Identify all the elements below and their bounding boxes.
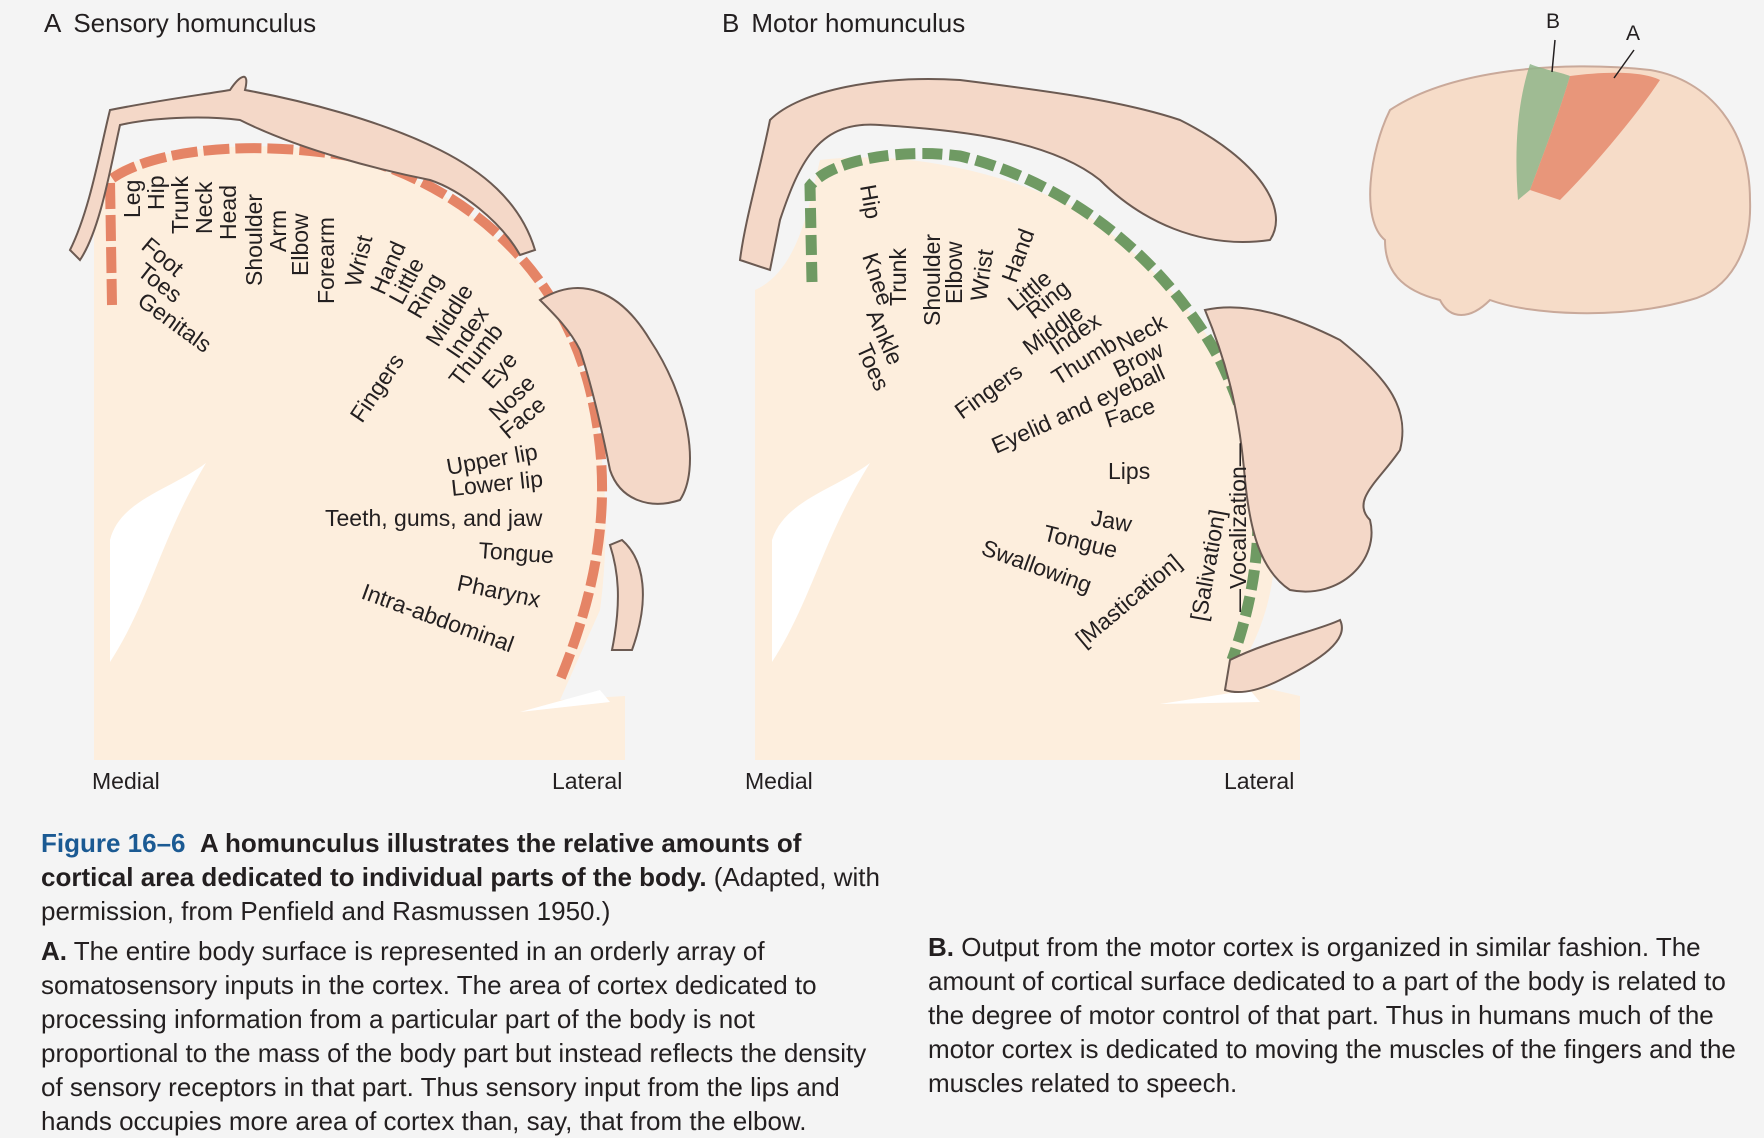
- brain-inset: [1369, 39, 1752, 316]
- label-lips: Lips: [1108, 458, 1150, 484]
- sensory-cortex-arc: [104, 143, 607, 682]
- label-elbow: Elbow: [941, 241, 967, 304]
- label-trunk: Trunk: [885, 248, 911, 306]
- caption-paragraph-a: A. The entire body surface is represente…: [41, 934, 881, 1138]
- panel-a-title-text: Sensory homunculus: [73, 8, 317, 38]
- label-hip: Hip: [855, 182, 887, 221]
- label-shoulder: Shoulder: [241, 194, 267, 286]
- label-trunk: Trunk: [167, 176, 193, 234]
- motor-cortex-strip: [1516, 64, 1570, 200]
- panel-a-letter: A: [44, 8, 62, 38]
- panel-a-title: A Sensory homunculus: [44, 8, 316, 39]
- panel-b-title-text: Motor homunculus: [751, 8, 966, 38]
- sensory-sulcus: [520, 690, 610, 712]
- caption-heading: Figure 16–6 A homunculus illustrates the…: [41, 826, 881, 928]
- motor-sulcus: [1160, 690, 1260, 704]
- motor-homunculus-tongue: [1223, 618, 1343, 693]
- label-leg: Leg: [119, 180, 145, 218]
- sensory-cortex-strip: [1530, 72, 1660, 200]
- panel-b-medial-label: Medial: [745, 768, 813, 794]
- label-head: Head: [215, 185, 241, 240]
- motor-homunculus-face: [1203, 306, 1404, 593]
- brain-label-b: B: [1546, 10, 1561, 33]
- caption-right-column: B. Output from the motor cortex is organ…: [928, 826, 1758, 1100]
- panel-b-letter: B: [722, 8, 740, 38]
- label-shoulder: Shoulder: [919, 234, 945, 326]
- label-elbow: Elbow: [287, 213, 313, 276]
- label-forearm: Forearm: [313, 217, 339, 304]
- label-arm: Arm: [265, 210, 291, 252]
- sensory-homunculus-tongue: [608, 538, 644, 651]
- paragraph-a-label: A.: [41, 936, 67, 966]
- panel-b-lateral-label: Lateral: [1224, 768, 1295, 794]
- sensory-ventricle: [110, 463, 206, 662]
- caption-paragraph-b: B. Output from the motor cortex is organ…: [928, 930, 1758, 1100]
- panel-a-lateral-label: Lateral: [552, 768, 623, 794]
- label-tongue: Tongue: [478, 537, 555, 568]
- label-vocalization: —Vocalization—: [1225, 443, 1251, 612]
- panel-b-diagram: [738, 78, 1404, 760]
- motor-cortex-section: [755, 157, 1300, 760]
- sensory-cortex-section: [94, 146, 625, 760]
- panel-b-title: B Motor homunculus: [722, 8, 965, 39]
- motor-homunculus-arm: [738, 78, 1277, 272]
- brain-pointer-a: [1613, 49, 1635, 79]
- homunculus-figure: Leg Hip Trunk Neck Head Shoulder Arm Elb…: [68, 39, 1752, 760]
- panel-a-diagram: [68, 75, 691, 760]
- sensory-homunculus-face: [538, 287, 691, 505]
- figure-source: (Adapted, with permission, from Penfield…: [41, 862, 880, 926]
- paragraph-b-label: B.: [928, 932, 954, 962]
- label-neck: Neck: [191, 181, 217, 234]
- caption-left-column: Figure 16–6 A homunculus illustrates the…: [41, 826, 881, 1138]
- sensory-homunculus-body: [68, 75, 537, 262]
- paragraph-b-text: Output from the motor cortex is organize…: [928, 932, 1736, 1098]
- panel-a-medial-label: Medial: [92, 768, 160, 794]
- label-hip: Hip: [143, 175, 169, 210]
- paragraph-a-text: The entire body surface is represented i…: [41, 936, 867, 1136]
- figure-title: A homunculus illustrates the relative am…: [41, 828, 802, 892]
- figure-reference: Figure 16–6: [41, 828, 186, 858]
- brain-label-a: A: [1626, 22, 1641, 45]
- label-teeth-gums-jaw: Teeth, gums, and jaw: [325, 505, 543, 531]
- motor-ventricle: [772, 463, 870, 662]
- brain-pointer-b: [1551, 39, 1556, 73]
